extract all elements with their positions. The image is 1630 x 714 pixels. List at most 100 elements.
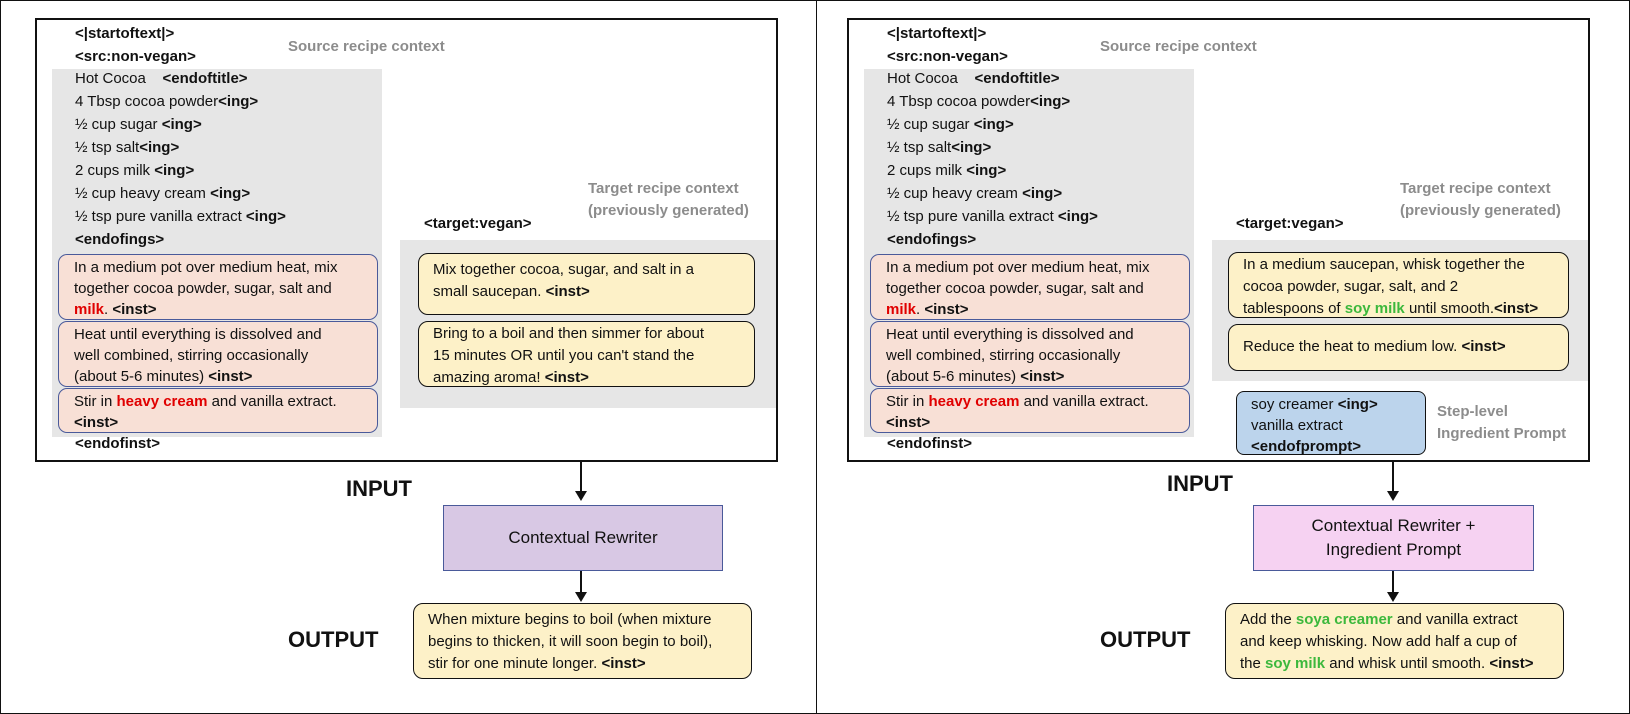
step-line: tablespoons of soy milk until smooth.<in… — [1243, 298, 1560, 320]
output-arrow-head — [1387, 592, 1399, 602]
endofprompt-tag: <endofprompt> — [1251, 438, 1362, 455]
input-arrow-shaft — [580, 462, 582, 492]
output-text: and vanilla extract — [1392, 611, 1518, 628]
step-line: Mix together cocoa, sugar, and salt in a — [433, 261, 694, 278]
contextual-rewriter-box: Contextual Rewriter — [443, 505, 723, 571]
inst-tag: <inst> — [1461, 338, 1506, 355]
inst-tag: <inst> — [886, 414, 931, 431]
step-line: milk. <inst> — [74, 299, 369, 320]
ing-tag: <ing> — [161, 116, 202, 133]
target-step-2: Bring to a boil and then simmer for abou… — [418, 321, 755, 387]
target-context-label: Target recipe context — [1400, 180, 1551, 197]
ingredient-text: ½ cup heavy cream — [887, 185, 1023, 202]
step-text: tablespoons of — [1243, 300, 1345, 317]
endofings-tag: <endofings> — [75, 231, 165, 248]
target-step-1: In a medium saucepan, whisk together the… — [1228, 252, 1569, 318]
inst-tag: <inst> — [112, 301, 157, 318]
step-line: well combined, stirring occasionally — [886, 347, 1121, 364]
ing-tag: <ing> — [1030, 93, 1071, 110]
ingredient-line: 4 Tbsp cocoa powder<ing> — [75, 91, 258, 112]
ingredient-prompt-box: soy creamer <ing> vanilla extract <endof… — [1236, 391, 1426, 455]
output-text: and whisk until smooth. — [1325, 655, 1490, 672]
inst-tag: <inst> — [1494, 300, 1539, 317]
highlight-soy-milk: soy milk — [1265, 655, 1326, 672]
step-line: In a medium pot over medium heat, mix — [74, 259, 338, 276]
title-tag: <endoftitle> — [974, 70, 1060, 87]
inst-tag: <inst> — [924, 301, 969, 318]
source-step-1: In a medium pot over medium heat, mix to… — [58, 254, 378, 320]
inst-tag: <inst> — [74, 414, 119, 431]
output-box: When mixture begins to boil (when mixtur… — [413, 603, 752, 679]
highlight-milk: milk — [886, 301, 917, 318]
step-line: Stir in heavy cream and vanilla extract. — [886, 391, 1181, 412]
step-text: (about 5-6 minutes) — [886, 368, 1021, 385]
step-line: amazing aroma! <inst> — [433, 367, 746, 389]
input-arrow-head — [575, 491, 587, 501]
step-line: In a medium saucepan, whisk together the — [1243, 256, 1525, 273]
output-arrow-head — [575, 592, 587, 602]
highlight-heavy-cream: heavy cream — [928, 393, 1020, 410]
model-label: Contextual Rewriter — [508, 528, 658, 547]
ingredient-text: ½ tsp salt — [75, 139, 140, 156]
ing-tag: <ing> — [966, 162, 1007, 179]
ingredient-text: ½ cup heavy cream — [75, 185, 211, 202]
step-line: well combined, stirring occasionally — [74, 347, 309, 364]
source-context-label: Source recipe context — [288, 38, 445, 55]
output-line: Add the soya creamer and vanilla extract — [1240, 609, 1555, 631]
step-text: until smooth. — [1404, 300, 1494, 317]
ingredient-text: ½ cup sugar — [887, 116, 974, 133]
target-step-2: Reduce the heat to medium low. <inst> — [1228, 324, 1569, 371]
input-label: INPUT — [1167, 471, 1233, 496]
start-token: <|startoftext|> — [75, 25, 175, 42]
endofinst-tag: <endofinst> — [887, 435, 973, 452]
step-text: (about 5-6 minutes) — [74, 368, 209, 385]
inst-tag: <inst> — [545, 283, 590, 300]
source-step-1: In a medium pot over medium heat, mix to… — [870, 254, 1190, 320]
step-line: In a medium pot over medium heat, mix — [886, 259, 1150, 276]
ing-tag: <ing> — [1022, 185, 1063, 202]
source-context-label: Source recipe context — [1100, 38, 1257, 55]
step-text: and vanilla extract. — [1019, 393, 1149, 410]
prompt-line: vanilla extract — [1251, 417, 1343, 434]
output-text: Add the — [1240, 611, 1296, 628]
ingredient-text: 4 Tbsp cocoa powder — [887, 93, 1031, 110]
inst-tag: <inst> — [208, 368, 253, 385]
inst-tag: <inst> — [1489, 655, 1534, 672]
step-line: cocoa powder, sugar, salt, and 2 — [1243, 278, 1459, 295]
ingredient-line: ½ cup sugar <ing> — [75, 114, 202, 135]
output-line: and keep whisking. Now add half a cup of — [1240, 633, 1517, 650]
ing-tag: <ing> — [218, 93, 259, 110]
output-arrow-shaft — [1392, 571, 1394, 593]
highlight-soy-milk: soy milk — [1344, 300, 1405, 317]
endofinst-tag: <endofinst> — [75, 435, 161, 452]
source-tag: <src:non-vegan> — [887, 48, 1008, 65]
step-text: Stir in — [886, 393, 929, 410]
output-text: the — [1240, 655, 1266, 672]
ingredient-line: 2 cups milk <ing> — [887, 160, 1006, 181]
output-label: OUTPUT — [288, 627, 379, 652]
output-line: stir for one minute longer. <inst> — [428, 653, 743, 675]
recipe-title-line: Hot Cocoa <endoftitle> — [887, 68, 1060, 89]
ing-tag: <ing> — [951, 139, 992, 156]
target-context-label: Target recipe context — [588, 180, 739, 197]
inst-tag: <inst> — [1020, 368, 1065, 385]
source-tag: <src:non-vegan> — [75, 48, 196, 65]
ingredient-line: 2 cups milk <ing> — [75, 160, 194, 181]
ing-tag: <ing> — [973, 116, 1014, 133]
highlight-heavy-cream: heavy cream — [116, 393, 208, 410]
step-line: Reduce the heat to medium low. <inst> — [1243, 336, 1560, 358]
step-line: Bring to a boil and then simmer for abou… — [433, 325, 704, 342]
output-line: When mixture begins to boil (when mixtur… — [428, 611, 712, 628]
source-step-2: Heat until everything is dissolved and w… — [870, 321, 1190, 387]
target-tag: <target:vegan> — [424, 215, 532, 232]
output-text: stir for one minute longer. — [428, 655, 602, 672]
recipe-title: Hot Cocoa — [887, 70, 958, 87]
model-label-line2: Ingredient Prompt — [1325, 540, 1462, 559]
step-text: amazing aroma! — [433, 369, 545, 386]
contextual-rewriter-prompt-box: Contextual Rewriter + Ingredient Prompt — [1253, 505, 1534, 571]
step-text: . — [104, 301, 113, 318]
recipe-title-line: Hot Cocoa <endoftitle> — [75, 68, 248, 89]
start-token: <|startoftext|> — [887, 25, 987, 42]
step-level-label: Step-level — [1437, 403, 1508, 420]
ingredient-text: ½ tsp pure vanilla extract — [75, 208, 246, 225]
